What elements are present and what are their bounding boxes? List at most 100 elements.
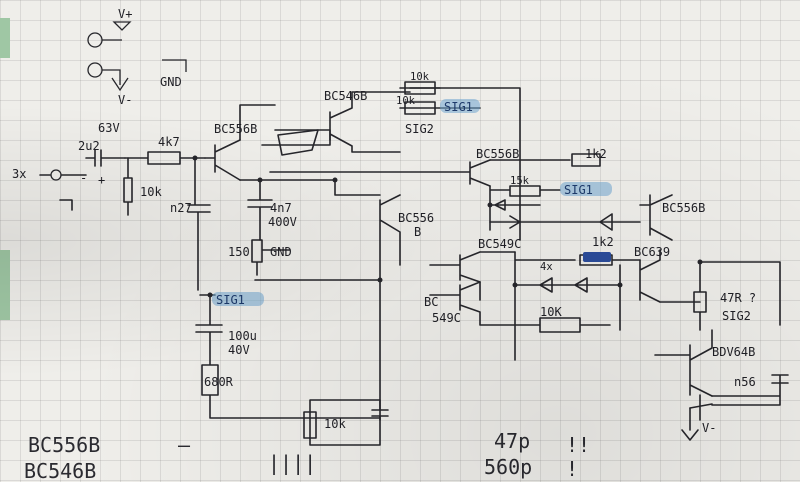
transistor-bc556b-label: BC556B	[214, 122, 257, 136]
transistor-bc556b-right-label: BC556B	[476, 147, 519, 161]
transistor-bc556-label: BC556	[398, 211, 434, 225]
stage-bc546b	[329, 81, 521, 241]
resistor-150-label: 150	[228, 245, 250, 259]
stage-1	[187, 104, 336, 291]
resistor-4k7-label: 4k7	[158, 135, 180, 149]
resistor-150	[251, 239, 291, 276]
transistor-bc556b-right	[269, 159, 491, 187]
capacitor-n56-label: n56	[734, 375, 756, 389]
note-excl-1: !!	[566, 433, 590, 457]
note-bc546b: BC546B	[24, 459, 96, 482]
transistor-bc549c-bottom	[429, 281, 516, 326]
power-symbols	[87, 21, 187, 92]
resistor-10k-label: 10k	[140, 185, 162, 199]
stage-lower	[195, 294, 389, 446]
transistor-bc549c-top-label: BC549C	[478, 237, 521, 251]
resistor-10k-mid-label: 10k	[396, 95, 416, 107]
gnd-label: GND	[160, 75, 182, 89]
vplus-terminal	[87, 32, 103, 48]
scribbled-resistor	[277, 129, 319, 156]
resistor-680r-label: 680R	[204, 375, 234, 389]
transistor-bc549c-bottom-label-1: BC	[424, 295, 438, 309]
sig1-label-a: SIG1	[444, 100, 473, 114]
diode-count-label: 4x	[540, 261, 553, 273]
sig1-highlight-c	[212, 292, 264, 306]
stage-output	[619, 249, 789, 441]
top-feedback-line	[409, 87, 521, 241]
note-dash: —	[178, 433, 191, 457]
capacitor-40v-label: 40V	[228, 343, 250, 357]
note-47p: 47p	[494, 429, 530, 453]
capacitor-4n7	[239, 179, 336, 241]
transistor-bc556b	[204, 139, 241, 181]
transistor-bc556b-far-label: BC556B	[662, 201, 705, 215]
stage-right-bc556b	[269, 153, 673, 241]
vminus-terminal	[87, 62, 103, 78]
cap-voltage-label: 63V	[98, 121, 120, 135]
cap-minus-label: -	[80, 171, 87, 185]
vminus-arrow	[102, 69, 129, 92]
resistor-15k-label: 15k	[510, 175, 530, 187]
transistor-bc546b	[329, 91, 411, 153]
sig1-label-c: SIG1	[216, 293, 245, 307]
vminus-label: V-	[118, 93, 132, 107]
resistor-10k-input	[123, 157, 133, 216]
resistor-1k2-top	[489, 153, 601, 167]
note-bc556b: BC556B	[28, 433, 100, 457]
vminus-output-label: V-	[702, 421, 716, 435]
sig1-highlight	[440, 99, 480, 113]
resistor-1k2-top-label: 1k2	[585, 147, 607, 161]
diode-chain-lower	[514, 277, 621, 293]
stage-bc549c	[429, 251, 641, 361]
gnd-label-2: GND	[270, 245, 292, 259]
transistor-bc556-sub-label: B	[414, 225, 421, 239]
vplus-arrow	[102, 21, 132, 41]
capacitor-n27-label: n27	[170, 201, 192, 215]
input-capacitor	[85, 149, 126, 167]
vplus-label: V+	[118, 7, 132, 21]
capacitor-400v-label: 400V	[268, 215, 297, 229]
transistor-bc556-center	[334, 179, 401, 421]
sig2-label-b: SIG2	[722, 309, 751, 323]
note-excl-2: !	[566, 457, 578, 481]
capacitor-100u-label: 100u	[228, 329, 257, 343]
cap-value-label: 2u2	[78, 139, 100, 153]
stage-center-bc556	[254, 179, 401, 421]
capacitor-n56	[711, 374, 789, 406]
resistor-1k2-blue-label: 1k2	[592, 235, 614, 249]
gnd-symbol	[162, 59, 187, 72]
cap-plus-label: +	[98, 173, 105, 187]
resistor-1k2-blue-wire	[514, 251, 641, 361]
resistor-47r-label: 47R ?	[720, 291, 756, 305]
transistor-bc546b-label: BC546B	[324, 89, 367, 103]
resistor-10k-low	[303, 399, 389, 446]
sig2-label-a: SIG2	[405, 122, 434, 136]
capacitor-n27	[187, 157, 211, 291]
resistor-10k-top-label: 10k	[410, 71, 430, 83]
vminus-output-arrow	[681, 407, 699, 441]
resistor-10k-bottom	[514, 317, 611, 333]
junction-dots	[192, 155, 703, 298]
paper-edge-green	[0, 250, 10, 320]
input-label: 3x	[12, 167, 26, 181]
transistor-bc639	[619, 249, 701, 331]
resistor-47r	[693, 261, 781, 331]
transistor-bc639-label: BC639	[634, 245, 670, 259]
transistor-bdv64b	[654, 329, 713, 421]
note-tally: ||||	[268, 451, 316, 475]
sig1-label-b: SIG1	[564, 183, 593, 197]
resistor-1k2-blue	[583, 252, 611, 262]
resistor-10k-low-label: 10k	[324, 417, 346, 431]
transistor-bc549c-top	[429, 251, 516, 301]
resistor-10k-bottom-label: 10K	[540, 305, 562, 319]
diode-chain-upper	[489, 199, 641, 231]
paper-edge-green	[0, 18, 10, 58]
transistor-bc556b-far	[639, 194, 673, 241]
transistor-bdv64b-label: BDV64B	[712, 345, 755, 359]
capacitor-4n7-label: 4n7	[270, 201, 292, 215]
sig1-highlight-b	[560, 182, 612, 196]
transistor-bc549c-bottom-label-2: 549C	[432, 311, 461, 325]
note-560p: 560p	[484, 455, 532, 479]
